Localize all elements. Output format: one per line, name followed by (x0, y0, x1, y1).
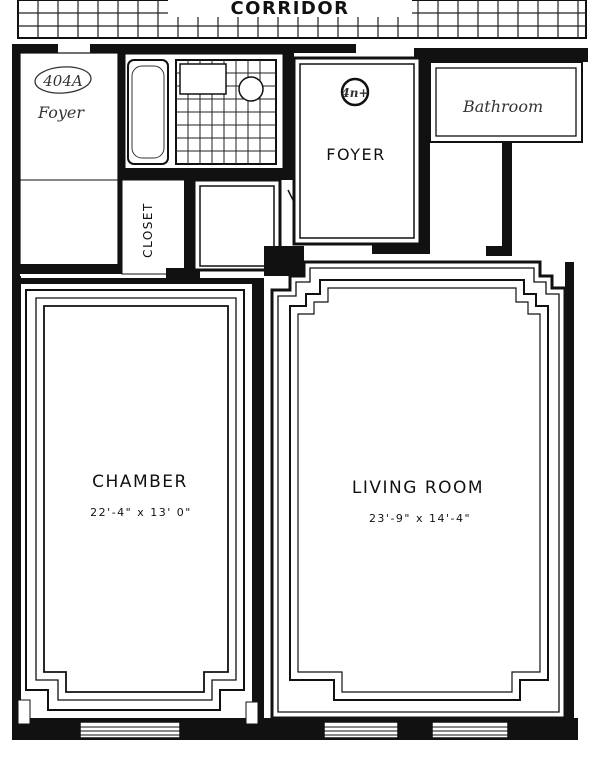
toilet (238, 76, 264, 102)
tiled-bath (122, 51, 296, 180)
bathroom: Bathroom (429, 61, 583, 256)
window-chamber (79, 721, 181, 739)
living-room-dimensions: 23'-9" x 14'-4" (369, 512, 471, 525)
partition-wall (284, 53, 294, 179)
upper-left-foyer (18, 52, 124, 274)
foyer-room: FOYER (292, 56, 430, 254)
unit-badge: 404A (34, 66, 92, 94)
window-living-right (431, 721, 509, 739)
living-room-label: LIVING ROOM (352, 478, 484, 498)
chamber-room: CHAMBER 22'-4" x 13' 0" (17, 278, 264, 725)
foyer-handwritten-label: Foyer (37, 103, 85, 122)
unit-badge-text: 404A (42, 72, 83, 90)
living-room: LIVING ROOM 23'-9" x 14'-4" (270, 260, 567, 720)
bathroom-handwritten-label: Bathroom (462, 97, 543, 116)
compass-mark-text: 4n+ (341, 86, 368, 100)
compass-mark: 4n+ (340, 77, 370, 107)
bathtub (127, 59, 169, 165)
corridor-label: CORRIDOR (230, 0, 349, 19)
corridor: CORRIDOR (17, 0, 587, 39)
closet: CLOSET (121, 179, 200, 278)
closet-label: CLOSET (141, 202, 155, 258)
top-wall (18, 44, 588, 62)
chamber-dimensions: 22'-4" x 13' 0" (90, 506, 192, 519)
foyer-label: FOYER (326, 145, 385, 164)
window-living-left (323, 721, 399, 739)
partition-pier (264, 246, 304, 276)
windows (79, 721, 509, 739)
chamber-label: CHAMBER (92, 472, 188, 492)
sink (179, 63, 227, 95)
